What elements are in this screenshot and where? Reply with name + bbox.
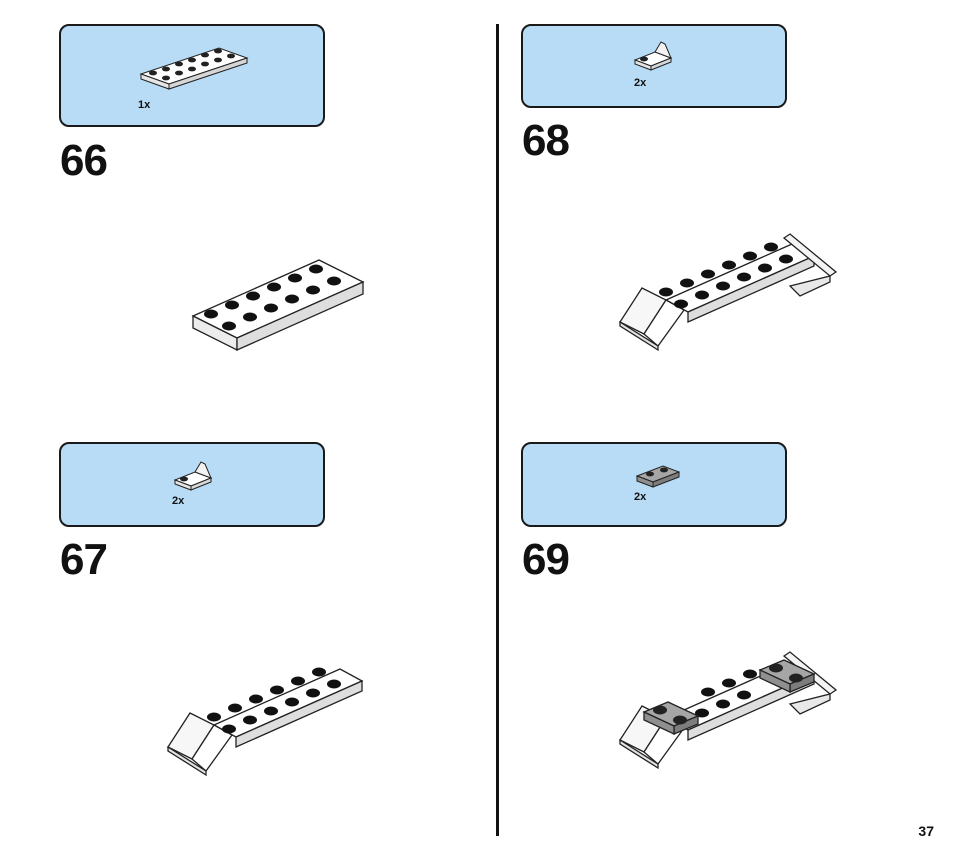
part-quantity: 1x: [138, 99, 151, 111]
plate-2x6-icon: [139, 47, 249, 90]
page-number: 37: [918, 823, 934, 839]
step-number: 67: [60, 535, 108, 584]
parts-callout: 1x: [59, 24, 325, 127]
step-number: 69: [522, 535, 570, 584]
step-number: 66: [60, 136, 108, 185]
parts-callout: 2x: [59, 442, 325, 527]
assembly-illustration: [619, 233, 838, 352]
gray-plate-1x2-icon: [635, 465, 681, 488]
part-quantity: 2x: [634, 77, 647, 89]
part-quantity: 2x: [172, 495, 185, 507]
parts-callout: 2x: [521, 442, 787, 527]
parts-callout: 2x: [521, 24, 787, 108]
bracket-icon: [633, 41, 673, 71]
bracket-icon: [173, 461, 213, 491]
assembly-illustration: [191, 259, 365, 352]
step-number: 68: [522, 116, 570, 165]
column-divider: [496, 24, 499, 836]
part-quantity: 2x: [634, 491, 647, 503]
assembly-illustration: [167, 667, 364, 777]
assembly-illustration: [619, 651, 838, 770]
